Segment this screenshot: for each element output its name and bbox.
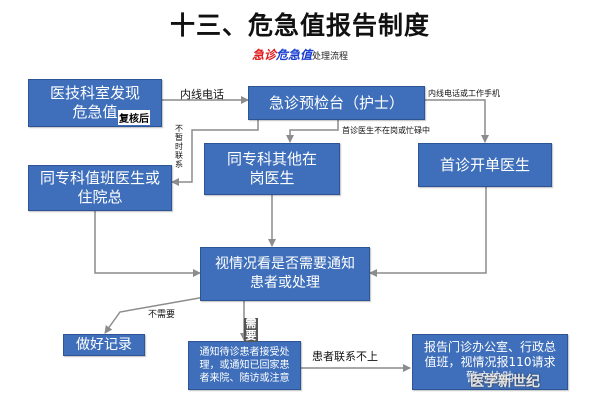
edge-triage-to-same-dept-other: [286, 120, 339, 143]
edge-first-doctor-to-decide: [369, 187, 487, 277]
node-first-doctor: 首诊开单医生: [418, 143, 552, 187]
node-triage: 急诊预检台（护士）: [248, 86, 425, 120]
node-record: 做好记录: [63, 334, 145, 356]
page-title: 十三、危急值报告制度: [169, 11, 430, 40]
edge-label-unreachable: 患者联系不上: [312, 350, 378, 363]
edge-label-internal-or-mobile: 内线电话或工作手机: [428, 89, 500, 98]
node-same-dept-duty: 同专科值班医生或住院总: [28, 165, 172, 211]
edge-duty-to-decide: [94, 211, 201, 277]
subtitle-process: 处理流程: [312, 52, 349, 62]
edge-label-not-timely: 不暂时联系: [175, 124, 183, 169]
page-subtitle: 急诊危急值处理流程: [0, 46, 600, 63]
label-review: 复核后: [118, 110, 150, 125]
node-same-dept-other: 同专科其他在岗医生: [204, 143, 340, 195]
subtitle-critical-value: 危急值: [275, 48, 312, 62]
watermark: 医学新世纪: [470, 374, 540, 390]
node-notify: 通知待诊患者接受处理，或通知已回家患者来院、随访或注意: [188, 341, 301, 390]
subtitle-emergency: 急诊: [251, 48, 276, 62]
node-decide: 视情况看是否需要通知患者或处理: [200, 247, 370, 301]
edge-label-internal-phone: 内线电话: [180, 88, 224, 101]
node-report: 报告门诊办公室、行政总值班，视情况报110请求警方协助: [412, 334, 568, 390]
edge-label-first-doctor-busy: 首诊医生不在岗或忙碌中: [342, 126, 430, 135]
edge-triage-to-first-doctor: [425, 99, 489, 143]
edge-label-need: 需要: [244, 317, 258, 342]
edge-decide-to-record: [104, 296, 206, 334]
edge-triage-to-duty: [171, 120, 259, 186]
edge-label-no-need: 不需要: [148, 310, 176, 320]
